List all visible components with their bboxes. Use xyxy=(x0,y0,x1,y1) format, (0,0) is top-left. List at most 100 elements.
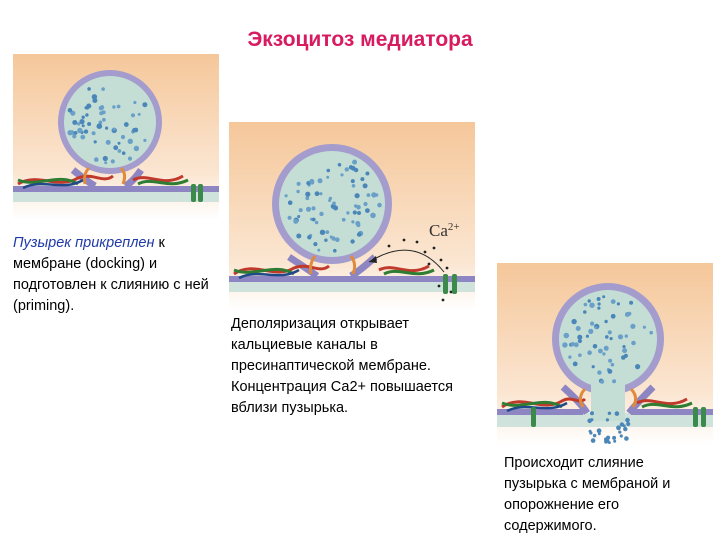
neurotransmitter-dot xyxy=(335,237,340,242)
neurotransmitter-dot xyxy=(318,178,323,183)
neurotransmitter-dot xyxy=(597,307,600,310)
neurotransmitter-dot xyxy=(82,116,85,119)
neurotransmitter-dot xyxy=(309,179,314,184)
vesicle-lumen xyxy=(559,290,657,388)
neurotransmitter-dot xyxy=(357,211,361,215)
neurotransmitter-dot xyxy=(578,339,582,343)
neurotransmitter-dot xyxy=(134,146,139,151)
neurotransmitter-dot xyxy=(288,216,292,220)
neurotransmitter-dot xyxy=(608,369,613,374)
neurotransmitter-dot xyxy=(133,101,136,104)
released-neurotransmitter-dot xyxy=(613,440,616,443)
neurotransmitter-dot xyxy=(357,232,362,237)
released-neurotransmitter-dot xyxy=(597,428,602,433)
neurotransmitter-dot xyxy=(118,142,121,145)
neurotransmitter-dot xyxy=(299,208,303,212)
neurotransmitter-dot xyxy=(363,202,367,206)
panel2-caption: Деполяризация открывает кальциевые канал… xyxy=(231,314,477,419)
neurotransmitter-dot xyxy=(118,149,122,153)
docking-illustration xyxy=(13,54,219,220)
neurotransmitter-dot xyxy=(612,379,616,383)
neurotransmitter-dot xyxy=(131,113,135,117)
neurotransmitter-dot xyxy=(602,352,605,355)
neurotransmitter-dot xyxy=(365,172,369,176)
neurotransmitter-dot xyxy=(84,129,88,133)
fusion-opening xyxy=(591,381,625,421)
neurotransmitter-dot xyxy=(99,106,104,111)
neurotransmitter-dot xyxy=(128,157,132,161)
neurotransmitter-dot xyxy=(87,87,91,91)
calcium-channel xyxy=(191,184,196,202)
released-neurotransmitter-dot xyxy=(620,434,623,437)
neurotransmitter-dot xyxy=(94,140,97,143)
presynaptic-membrane xyxy=(631,409,713,415)
neurotransmitter-dot xyxy=(132,128,136,132)
neurotransmitter-dot xyxy=(85,113,88,116)
neurotransmitter-dot xyxy=(85,106,88,109)
neurotransmitter-dot xyxy=(72,120,77,125)
neurotransmitter-dot xyxy=(611,363,615,367)
neurotransmitter-dot xyxy=(97,123,103,129)
neurotransmitter-dot xyxy=(625,334,628,337)
neurotransmitter-dot xyxy=(121,135,125,139)
released-neurotransmitter-dot xyxy=(590,418,593,421)
neurotransmitter-dot xyxy=(571,342,575,346)
neurotransmitter-dot xyxy=(597,370,601,374)
neurotransmitter-dot xyxy=(327,169,331,173)
neurotransmitter-dot xyxy=(352,184,356,188)
neurotransmitter-dot xyxy=(77,128,82,133)
neurotransmitter-dot xyxy=(111,159,115,163)
neurotransmitter-dot xyxy=(351,179,355,183)
neurotransmitter-dot xyxy=(597,297,601,301)
neurotransmitter-dot xyxy=(353,210,357,214)
neurotransmitter-dot xyxy=(589,303,594,308)
neurotransmitter-dot xyxy=(342,218,346,222)
neurotransmitter-dot xyxy=(105,127,108,130)
calcium-channel xyxy=(701,407,706,427)
neurotransmitter-dot xyxy=(325,230,329,234)
neurotransmitter-dot xyxy=(600,380,604,384)
neurotransmitter-dot xyxy=(586,335,589,338)
neurotransmitter-dot xyxy=(598,302,601,305)
neurotransmitter-dot xyxy=(590,322,594,326)
neurotransmitter-dot xyxy=(588,329,593,334)
neurotransmitter-dot xyxy=(643,326,646,329)
neurotransmitter-dot xyxy=(617,302,620,305)
neurotransmitter-dot xyxy=(80,135,85,140)
neurotransmitter-dot xyxy=(305,196,309,200)
neurotransmitter-dot xyxy=(124,122,129,127)
neurotransmitter-dot xyxy=(297,215,300,218)
neurotransmitter-dot xyxy=(338,163,342,167)
neurotransmitter-dot xyxy=(562,342,567,347)
neurotransmitter-dot xyxy=(332,202,336,206)
fusion-illustration xyxy=(497,263,713,445)
released-neurotransmitter-dot xyxy=(620,422,624,426)
neurotransmitter-dot xyxy=(588,299,591,302)
neurotransmitter-dot xyxy=(611,299,616,304)
neurotransmitter-dot xyxy=(611,314,616,319)
neurotransmitter-dot xyxy=(143,139,146,142)
neurotransmitter-dot xyxy=(631,341,636,346)
neurotransmitter-dot xyxy=(352,160,357,165)
neurotransmitter-dot xyxy=(377,203,382,208)
neurotransmitter-dot xyxy=(106,140,111,145)
neurotransmitter-dot xyxy=(319,192,322,195)
neurotransmitter-dot xyxy=(610,337,613,340)
neurotransmitter-dot xyxy=(355,221,360,226)
neurotransmitter-dot xyxy=(618,334,623,339)
neurotransmitter-dot xyxy=(79,119,84,124)
calcium-channel xyxy=(531,407,536,427)
neurotransmitter-dot xyxy=(102,118,106,122)
released-neurotransmitter-dot xyxy=(590,411,594,415)
released-neurotransmitter-dot xyxy=(626,422,630,426)
neurotransmitter-dot xyxy=(578,353,582,357)
neurotransmitter-dot xyxy=(598,349,603,354)
neurotransmitter-dot xyxy=(355,193,360,198)
vesicle-lumen xyxy=(279,151,385,257)
neurotransmitter-dot xyxy=(319,212,323,216)
released-neurotransmitter-dot xyxy=(616,425,621,430)
neurotransmitter-dot xyxy=(584,303,588,307)
neurotransmitter-dot xyxy=(354,204,357,207)
neurotransmitter-dot xyxy=(74,131,78,135)
neurotransmitter-dot xyxy=(350,239,354,243)
